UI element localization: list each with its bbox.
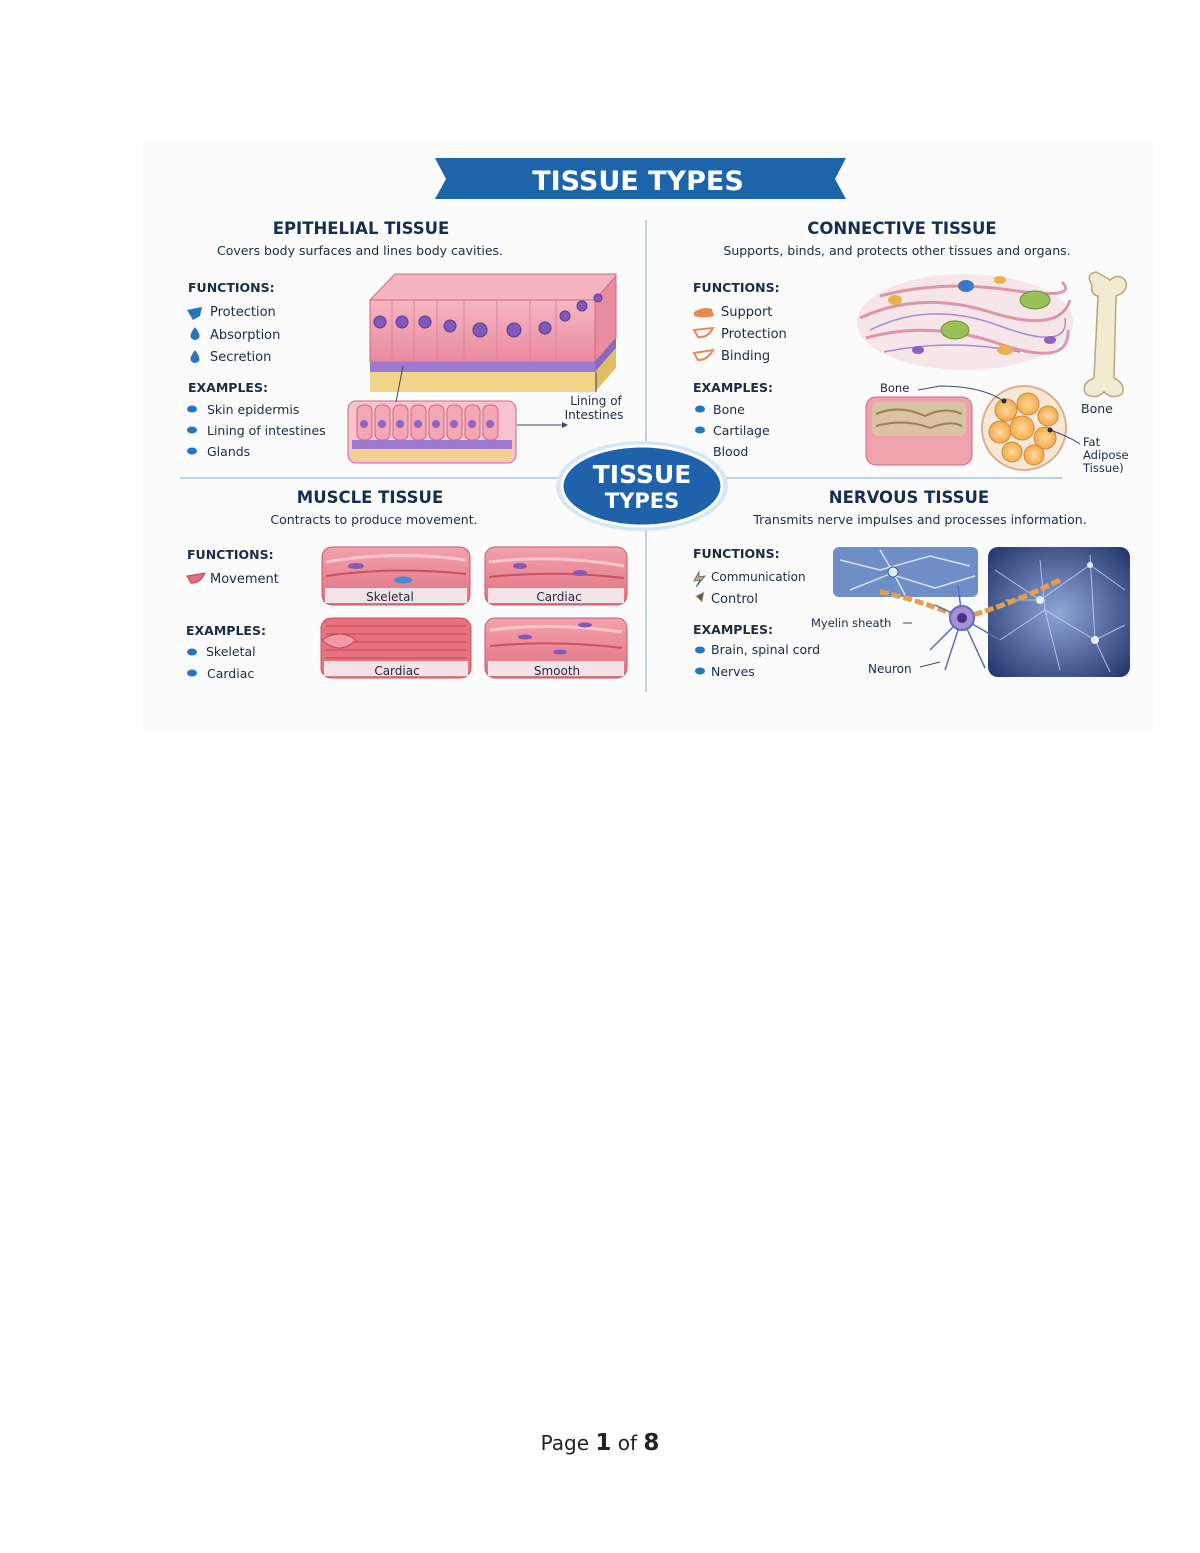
page-of-label: of	[617, 1431, 638, 1455]
callout-dot	[1001, 398, 1007, 404]
epithelial-example-glands: Glands	[207, 444, 250, 459]
intestine-callout-line2: Intestines	[565, 408, 624, 422]
bullet-dot	[695, 426, 705, 434]
connective-examples-label: EXAMPLES:	[693, 380, 773, 395]
nervous-function-control: Control	[711, 592, 758, 607]
bullet-dot	[187, 426, 197, 434]
intestine-lining-illustration	[347, 365, 597, 464]
bullet-dot	[695, 667, 705, 675]
bullet-dot	[695, 646, 705, 654]
muscle-panel-label-smooth: Smooth	[534, 664, 580, 678]
epithelial-example-skin: Skin epidermis	[207, 402, 299, 417]
connective-description: Supports, binds, and protects other tiss…	[723, 243, 1070, 258]
epithelial-examples-label: EXAMPLES:	[188, 380, 268, 395]
long-bone-label: Bone	[1081, 401, 1113, 416]
shield-icon	[187, 307, 202, 320]
bullet-dot	[187, 405, 197, 413]
current-page-number: 1	[595, 1430, 612, 1456]
connective-example-blood: Blood	[713, 444, 748, 459]
connective-function-binding: Binding	[721, 349, 770, 364]
epithelial-description: Covers body surfaces and lines body cavi…	[217, 243, 503, 258]
control-icon	[695, 591, 705, 603]
bullet-dot	[187, 447, 197, 455]
epithelial-function-protection: Protection	[210, 305, 276, 320]
connective-fibers-illustration	[857, 274, 1073, 370]
fat-label-line2: Adipose	[1083, 448, 1129, 462]
muscle-panel-smooth	[484, 617, 628, 679]
muscle-section: MUSCLE TISSUE Contracts to produce movem…	[186, 488, 628, 681]
callout-dot	[1047, 427, 1053, 433]
connective-functions-label: FUNCTIONS:	[693, 280, 780, 295]
total-pages-number: 8	[643, 1430, 660, 1456]
muscle-panel-skeletal	[321, 546, 471, 606]
epithelial-function-absorption: Absorption	[210, 328, 280, 343]
connective-heading: CONNECTIVE TISSUE	[807, 219, 996, 238]
bullet-dot	[187, 669, 197, 677]
muscle-examples-label: EXAMPLES:	[186, 623, 266, 638]
bone-callout-line	[917, 385, 1003, 401]
fat-label-line1: Fat	[1083, 435, 1101, 449]
connective-function-protection: Protection	[721, 327, 787, 342]
muscle-function-movement: Movement	[210, 572, 279, 587]
connective-function-support: Support	[721, 305, 772, 320]
bullet-dot	[695, 405, 705, 413]
bullet-dot	[187, 648, 197, 656]
muscle-panel-cardiac-top	[484, 546, 628, 606]
neuron-main-illustration	[879, 577, 1062, 671]
connective-example-cartilage: Cartilage	[713, 423, 770, 438]
muscle-panel-label-skeletal: Skeletal	[366, 590, 414, 604]
nervous-function-communication: Communication	[711, 570, 806, 584]
nervous-description: Transmits nerve impulses and processes i…	[752, 512, 1086, 527]
muscle-description: Contracts to produce movement.	[270, 512, 477, 527]
page-label: Page	[540, 1431, 590, 1455]
neuron-label: Neuron	[868, 662, 912, 676]
epithelial-example-intestines: Lining of intestines	[207, 423, 326, 438]
muscle-example-cardiac: Cardiac	[207, 666, 254, 681]
muscle-example-skeletal: Skeletal	[206, 644, 256, 659]
infographic-title: TISSUE TYPES	[532, 166, 744, 197]
neuron-network-panel	[988, 547, 1130, 677]
adipose-tissue-illustration	[981, 385, 1067, 471]
fat-callout-line	[1049, 429, 1081, 445]
epithelial-block-illustration	[369, 273, 617, 392]
nervous-example-nerves: Nerves	[711, 664, 755, 679]
bone-tissue-illustration	[865, 396, 973, 466]
nervous-section: NERVOUS TISSUE Transmits nerve impulses …	[693, 488, 1130, 679]
muscle-functions-label: FUNCTIONS:	[187, 547, 274, 562]
center-badge: TISSUE TYPES	[556, 441, 728, 531]
intestine-callout-line1: Lining of	[570, 394, 622, 408]
myelin-sheath-label: Myelin sheath	[811, 616, 891, 630]
connective-section: CONNECTIVE TISSUE Supports, binds, and p…	[692, 219, 1129, 475]
nervous-examples-label: EXAMPLES:	[693, 622, 773, 637]
epithelial-section: EPITHELIAL TISSUE Covers body surfaces a…	[187, 219, 624, 464]
nervous-functions-label: FUNCTIONS:	[693, 546, 780, 561]
tissue-types-infographic: TISSUE TYPES EPITHELIAL TISSUE Covers bo…	[143, 140, 1153, 732]
bone-support-icon	[694, 308, 714, 318]
nervous-example-brain: Brain, spinal cord	[711, 642, 820, 657]
muscle-icon	[186, 572, 206, 584]
epithelial-heading: EPITHELIAL TISSUE	[273, 219, 450, 238]
protection-icon	[692, 326, 715, 339]
muscle-heading: MUSCLE TISSUE	[297, 488, 443, 507]
neuron-small-panel	[833, 547, 978, 597]
connective-example-bone: Bone	[713, 402, 745, 417]
long-bone-illustration	[1083, 271, 1128, 398]
muscle-panel-label-cardiac-top: Cardiac	[536, 590, 581, 604]
epithelial-function-secretion: Secretion	[210, 350, 271, 365]
droplet-icon	[190, 327, 200, 340]
nervous-heading: NERVOUS TISSUE	[829, 488, 989, 507]
page-footer: Page 1 of 8	[0, 1430, 1200, 1456]
muscle-panel-cardiac-bottom	[320, 617, 472, 679]
binding-icon	[692, 348, 715, 362]
fat-label-line3: Tissue)	[1082, 461, 1124, 475]
center-badge-line2: TYPES	[605, 489, 679, 513]
bone-callout-label: Bone	[880, 381, 909, 395]
neuron-callout-line	[919, 661, 941, 668]
lightning-icon	[693, 570, 706, 588]
center-badge-line1: TISSUE	[593, 460, 692, 489]
muscle-panel-label-cardiac-bottom: Cardiac	[374, 664, 419, 678]
droplet-icon	[190, 350, 200, 363]
title-banner	[435, 158, 846, 199]
epithelial-functions-label: FUNCTIONS:	[188, 280, 275, 295]
